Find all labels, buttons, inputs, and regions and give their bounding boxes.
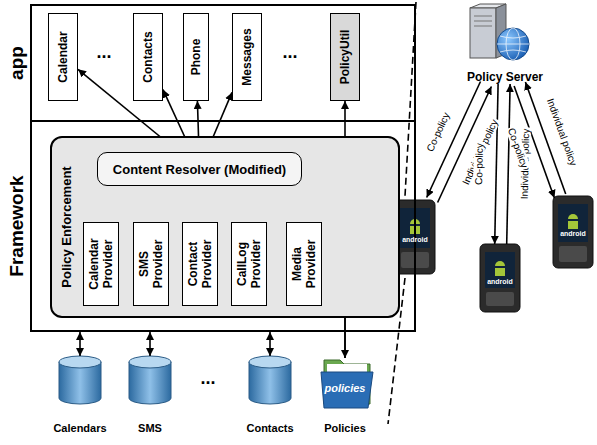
icon-label: Policies	[310, 422, 380, 434]
box-label: Media Provider	[290, 230, 318, 298]
policy-folder: policiesPolicies	[310, 358, 380, 434]
box-label: Calendar	[56, 18, 70, 96]
provider-box: Contact Provider	[182, 222, 218, 306]
box-label: Calendar Provider	[87, 230, 115, 298]
layer-label: app	[6, 46, 28, 80]
ellipsis-label: ...	[200, 368, 215, 389]
ellipsis-label: ...	[96, 42, 111, 63]
phone: android	[553, 196, 593, 268]
box-label: Phone	[189, 18, 203, 96]
connector	[269, 332, 271, 356]
box-label: Messages	[240, 18, 254, 96]
app-box: Messages	[232, 13, 262, 101]
screen-text: android	[480, 278, 520, 286]
edge-label: Individual policy	[544, 96, 579, 168]
provider-box: Media Provider	[286, 222, 322, 306]
database: Calendars	[45, 356, 115, 434]
database: Contacts	[235, 356, 305, 434]
enforcement-box: Policy Enforcement Content Resolver (Modi…	[50, 136, 400, 318]
screen-text: android	[553, 230, 593, 238]
layer-box: FrameworkPolicy EnforcementContent Resol…	[30, 120, 416, 332]
icon-label: SMS	[115, 422, 185, 434]
provider-box: CallLog Provider	[231, 222, 267, 306]
screen-text: android	[395, 236, 435, 244]
box-label: Policy Enforcement	[59, 166, 74, 287]
edge-label: Co-policy	[424, 110, 452, 154]
policy-server: Policy Server	[445, 2, 565, 84]
phone: android	[395, 200, 435, 274]
box-label: CallLog Provider	[235, 230, 263, 298]
folder-text: policies	[310, 382, 380, 394]
database-symbol	[59, 356, 291, 404]
provider-box: Calendar Provider	[83, 222, 119, 306]
app-box: Contacts	[133, 13, 163, 101]
database: SMS	[115, 356, 185, 434]
layer-label: Framework	[6, 175, 28, 276]
icon-label: Contacts	[235, 422, 305, 434]
connector	[149, 332, 151, 356]
server-icon	[470, 4, 529, 60]
box-label: Contacts	[141, 18, 155, 96]
layer-box: appCalendarContactsPhoneMessagesPolicyUt…	[30, 4, 416, 122]
ellipsis-label: ...	[282, 42, 297, 63]
box-label: Contact Provider	[186, 230, 214, 298]
resolver-box: Content Resolver (Modified)	[97, 152, 302, 186]
box-label: Content Resolver (Modified)	[113, 162, 286, 177]
icon-label: Calendars	[45, 422, 115, 434]
connector	[495, 84, 498, 244]
box-label: SMS Provider	[137, 230, 165, 298]
connector	[79, 332, 81, 356]
app-box: PolicyUtil	[330, 13, 360, 101]
connector	[507, 84, 510, 244]
icon-label: Policy Server	[445, 70, 565, 84]
app-box: Phone	[183, 13, 209, 101]
edge-label: Co-policy	[473, 142, 485, 186]
app-box: Calendar	[48, 13, 78, 101]
provider-box: SMS Provider	[133, 222, 169, 306]
box-label: PolicyUtil	[338, 18, 352, 96]
phone: android	[480, 244, 520, 312]
phone-icon	[395, 196, 593, 312]
